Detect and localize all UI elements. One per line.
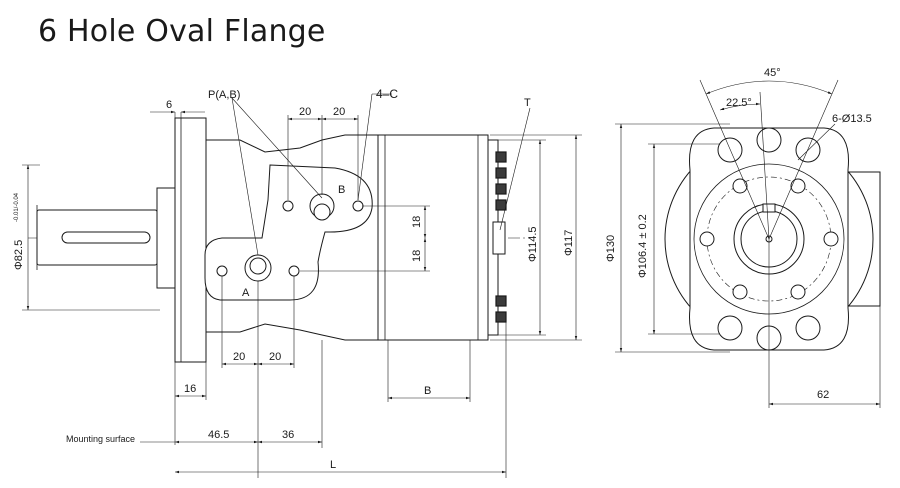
label-6-holes: 6-Ø13.5 <box>832 113 872 125</box>
dim-82-5: Φ82.5 <box>13 240 25 270</box>
dim-62: 62 <box>817 389 829 401</box>
dim-b: B <box>424 385 431 397</box>
side-view: 6 P(A,B) 20 20 4–C T B A 18 18 20 20 16 … <box>13 87 582 478</box>
label-ports: P(A,B) <box>208 89 240 101</box>
mount-hole <box>756 127 782 153</box>
bolt-head <box>790 178 806 194</box>
dim-18: 18 <box>411 216 423 228</box>
dim-16: 16 <box>184 383 196 395</box>
dim-117: Φ117 <box>563 230 575 256</box>
dim-18: 18 <box>411 250 423 262</box>
mount-hole <box>717 315 743 341</box>
dim-82-5-tolerance: -0.01/-0.04 <box>14 192 20 222</box>
dim-130: Φ130 <box>605 235 617 262</box>
bolt-hole <box>282 200 294 212</box>
bolt-head <box>699 231 715 247</box>
bolt-head <box>790 284 806 300</box>
bolt-hole <box>288 265 300 277</box>
dim-106-4: Φ106.4 ± 0.2 <box>637 214 649 278</box>
t-port <box>492 221 506 255</box>
dim-36: 36 <box>282 429 294 441</box>
front-view: 45° 22.5° 6-Ø13.5 Φ130 Φ106.4 ± 0.2 62 <box>605 67 881 408</box>
flange <box>174 117 207 363</box>
label-mounting-surface: Mounting surface <box>66 434 135 444</box>
bolt-hole <box>216 265 228 277</box>
bolt-head <box>732 178 748 194</box>
bolt-hole <box>352 200 364 212</box>
mount-hole <box>795 315 821 341</box>
label-4c: 4–C <box>376 87 398 101</box>
dim-20: 20 <box>269 351 281 363</box>
bolt <box>495 151 507 163</box>
dim-20: 20 <box>233 351 245 363</box>
bolt-head <box>732 284 748 300</box>
dim-l: L <box>330 459 336 471</box>
dim-20: 20 <box>333 106 345 118</box>
motor-body <box>377 134 489 341</box>
mount-hole <box>717 137 743 163</box>
angle-45: 45° <box>764 67 781 79</box>
dim-6: 6 <box>166 99 172 111</box>
angle-22-5: 22.5° <box>726 97 752 109</box>
pilot <box>156 187 176 289</box>
label-port-a: A <box>242 287 250 299</box>
shaft-keyway <box>61 231 151 244</box>
label-t: T <box>524 97 531 109</box>
dim-114-5: Φ114.5 <box>527 227 539 263</box>
dim-20: 20 <box>299 106 311 118</box>
page-title: 6 Hole Oval Flange <box>38 14 326 49</box>
dim-46-5: 46.5 <box>208 429 229 441</box>
bolt-head <box>823 231 839 247</box>
label-port-b: B <box>338 184 345 196</box>
